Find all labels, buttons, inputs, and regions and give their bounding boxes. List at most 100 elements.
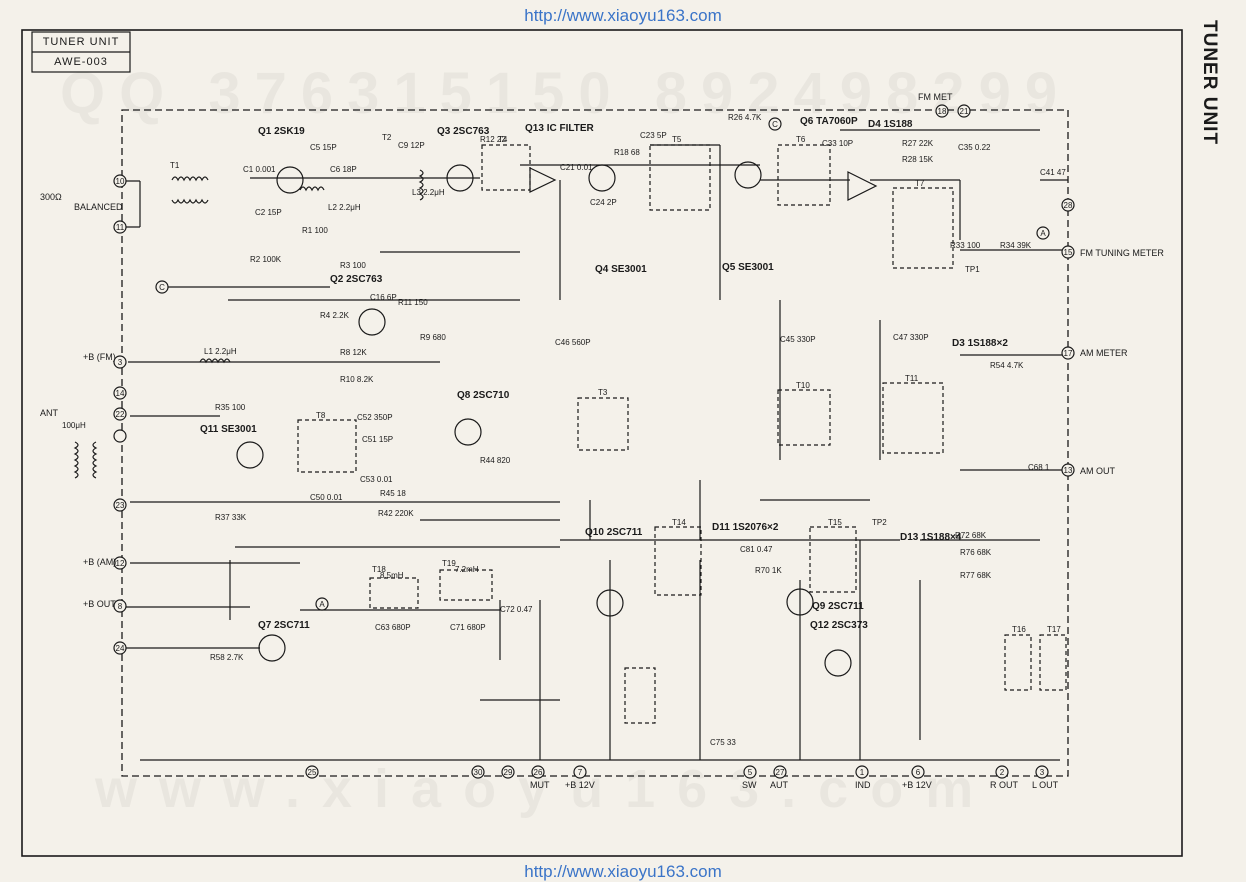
terminal-num: 11: [116, 223, 125, 232]
t8-ref: T8: [316, 411, 326, 420]
terminal-num: 13: [1064, 466, 1073, 475]
terminal-11-label: BALANCED: [74, 202, 123, 212]
r42-label: R42 220K: [378, 509, 414, 518]
terminal-num: 12: [116, 559, 125, 568]
t7-ref: T7: [915, 179, 925, 188]
c9-label: C9 12P: [398, 141, 425, 150]
r27-label: R27 22K: [902, 139, 934, 148]
d4-label: D4 1S188: [868, 119, 913, 130]
t16-ref: T16: [1012, 625, 1026, 634]
point-c-2: C: [772, 120, 778, 129]
q4-label: Q4 SE3001: [595, 264, 647, 275]
t17-ref: T17: [1047, 625, 1061, 634]
terminal-3b-label: L OUT: [1032, 780, 1059, 790]
c24-label: C24 2P: [590, 198, 617, 207]
terminal-num: 8: [118, 602, 123, 611]
q5-label: Q5 SE3001: [722, 262, 774, 273]
r18-label: R18 68: [614, 148, 640, 157]
terminal-17-label: AM METER: [1080, 348, 1128, 358]
point-c: C: [159, 283, 165, 292]
r9-label: R9 680: [420, 333, 446, 342]
c51-label: C51 15P: [362, 435, 393, 444]
terminal-num: 23: [116, 501, 125, 510]
d11-label: D11 1S2076×2: [712, 522, 779, 533]
r45-label: R45 18: [380, 489, 406, 498]
c71-label: C71 680P: [450, 623, 486, 632]
terminal-26-label: MUT: [530, 780, 550, 790]
r8-label: R8 12K: [340, 348, 367, 357]
t14-ref: T14: [672, 518, 686, 527]
t18-value: 8.5mH: [380, 571, 404, 580]
c41-label: C41 47: [1040, 168, 1066, 177]
terminal-num: 26: [534, 768, 543, 777]
unit-code: AWE-003: [54, 56, 108, 68]
terminal-num: 24: [116, 644, 125, 653]
q13-label: Q13 IC FILTER: [525, 123, 594, 134]
terminal-27-label: AUT: [770, 780, 789, 790]
terminal-num: 21: [960, 107, 969, 116]
source-url-top[interactable]: http://www.xiaoyu163.com: [524, 6, 722, 25]
c53-label: C53 0.01: [360, 475, 393, 484]
terminal-2-label: R OUT: [990, 780, 1019, 790]
c52-label: C52 350P: [357, 413, 393, 422]
r2-label: R2 100K: [250, 255, 282, 264]
r37-label: R37 33K: [215, 513, 247, 522]
t5-ref: T5: [672, 135, 682, 144]
terminal-num: 30: [474, 768, 483, 777]
r28-label: R28 15K: [902, 155, 934, 164]
terminal-num: 2: [1000, 768, 1005, 777]
c2-label: C2 15P: [255, 208, 282, 217]
terminal-num: 27: [776, 768, 785, 777]
r58-label: R58 2.7K: [210, 653, 244, 662]
l3-label: L3 2.2μH: [412, 188, 445, 197]
source-url-bottom[interactable]: http://www.xiaoyu163.com: [524, 862, 722, 881]
r76-label: R76 68K: [960, 548, 992, 557]
terminal-num: 22: [116, 410, 125, 419]
t1-ref: T1: [170, 161, 180, 170]
t19-ref: T19: [442, 559, 456, 568]
terminal-8-label: +B OUT: [83, 599, 116, 609]
r1-label: R1 100: [302, 226, 328, 235]
terminal-num: 6: [916, 768, 921, 777]
q10-label: Q10 2SC711: [585, 527, 643, 538]
c16-label: C16 6P: [370, 293, 397, 302]
terminal-num: 14: [116, 389, 125, 398]
c21-label: C21 0.01: [560, 163, 593, 172]
r26-label: R26 4.7K: [728, 113, 762, 122]
c33-label: C33 10P: [822, 139, 853, 148]
terminal-num: 17: [1064, 349, 1073, 358]
c6-label: C6 18P: [330, 165, 357, 174]
r33-label: R33 100: [950, 241, 981, 250]
q8-label: Q8 2SC710: [457, 390, 510, 401]
terminal-12-label: +B (AM): [83, 557, 116, 567]
q11-label: Q11 SE3001: [200, 424, 257, 435]
ant-label: ANT: [40, 408, 59, 418]
r34-label: R34 39K: [1000, 241, 1032, 250]
terminal-num: 1: [860, 768, 865, 777]
terminal-6-label: +B 12V: [902, 780, 932, 790]
terminal-num: 5: [748, 768, 753, 777]
l1-label: L1 2.2μH: [204, 347, 237, 356]
l2-label: L2 2.2μH: [328, 203, 361, 212]
q6-label: Q6 TA7060P: [800, 116, 858, 127]
unit-label: TUNER UNIT: [42, 36, 120, 48]
terminal-15-label: FM TUNING METER: [1080, 248, 1164, 258]
terminal-num: 7: [578, 768, 583, 777]
d13-label: D13 1S188×4: [900, 532, 962, 543]
q2-label: Q2 2SC763: [330, 274, 383, 285]
q3-label: Q3 2SC763: [437, 126, 490, 137]
r3-label: R3 100: [340, 261, 366, 270]
terminal-13-label: AM OUT: [1080, 466, 1116, 476]
l4-label: 100μH: [62, 421, 86, 430]
terminal-num: 3: [1040, 768, 1045, 777]
r44-label: R44 820: [480, 456, 511, 465]
q1-label: Q1 2SK19: [258, 126, 305, 137]
q7-label: Q7 2SC711: [258, 620, 310, 631]
c81-label: C81 0.47: [740, 545, 773, 554]
terminal-num: 18: [938, 107, 947, 116]
r4-label: R4 2.2K: [320, 311, 350, 320]
c45-label: C45 330P: [780, 335, 816, 344]
r72-label: R72 68K: [955, 531, 987, 540]
